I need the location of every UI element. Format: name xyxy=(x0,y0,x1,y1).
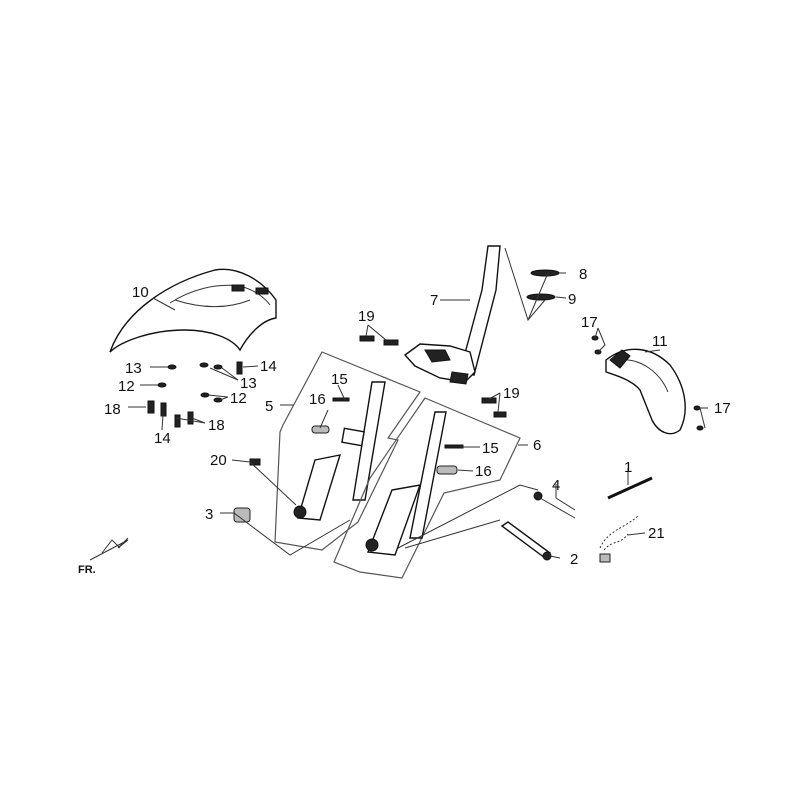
left-fork-assembly xyxy=(274,351,421,551)
callout-labels: 1 2 3 4 5 6 7 8 9 10 11 12 12 13 13 14 1… xyxy=(78,266,731,576)
callout-6: 6 xyxy=(533,437,541,454)
callout-13a: 13 xyxy=(125,360,142,377)
steering-stem-part xyxy=(359,245,507,418)
callout-5: 5 xyxy=(265,398,273,415)
callout-1: 1 xyxy=(624,459,632,476)
callout-2: 2 xyxy=(570,551,578,568)
callout-18b: 18 xyxy=(208,417,225,434)
callout-8: 8 xyxy=(579,266,587,283)
collar-part xyxy=(233,507,251,523)
axle-rod-part xyxy=(607,476,653,500)
callout-9: 9 xyxy=(568,291,576,308)
callout-20: 20 xyxy=(210,452,227,469)
callout-4: 4 xyxy=(552,477,560,494)
callout-3: 3 xyxy=(205,506,213,523)
orientation-label: FR. xyxy=(78,564,96,576)
orientation-arrow xyxy=(89,537,129,561)
steering-bearing-rings xyxy=(526,269,560,301)
callout-14a: 14 xyxy=(154,430,171,447)
chain-part xyxy=(599,515,639,563)
callout-15b: 15 xyxy=(482,440,499,457)
callout-16b: 16 xyxy=(475,463,492,480)
callout-13b: 13 xyxy=(240,375,257,392)
callout-14b: 14 xyxy=(260,358,277,375)
callout-19b: 19 xyxy=(503,385,520,402)
callout-10: 10 xyxy=(132,284,149,301)
callout-19a: 19 xyxy=(358,308,375,325)
callout-12a: 12 xyxy=(118,378,135,395)
callout-12b: 12 xyxy=(230,390,247,407)
callout-11: 11 xyxy=(652,333,668,350)
right-fork-assembly xyxy=(333,397,521,579)
speedometer-cable-part xyxy=(533,491,576,519)
callout-16a: 16 xyxy=(309,391,326,408)
front-axle-part xyxy=(500,521,552,561)
front-fender-part xyxy=(109,268,277,353)
callout-21: 21 xyxy=(648,525,665,542)
bolt-20-part xyxy=(249,458,261,466)
callout-15a: 15 xyxy=(331,371,348,388)
inner-fender-part xyxy=(591,335,704,435)
callout-17b: 17 xyxy=(714,400,731,417)
fender-hardware xyxy=(147,361,243,428)
callout-7: 7 xyxy=(430,292,438,309)
callout-17a: 17 xyxy=(581,314,598,331)
leader-lines xyxy=(128,247,708,559)
callout-18a: 18 xyxy=(104,401,121,418)
